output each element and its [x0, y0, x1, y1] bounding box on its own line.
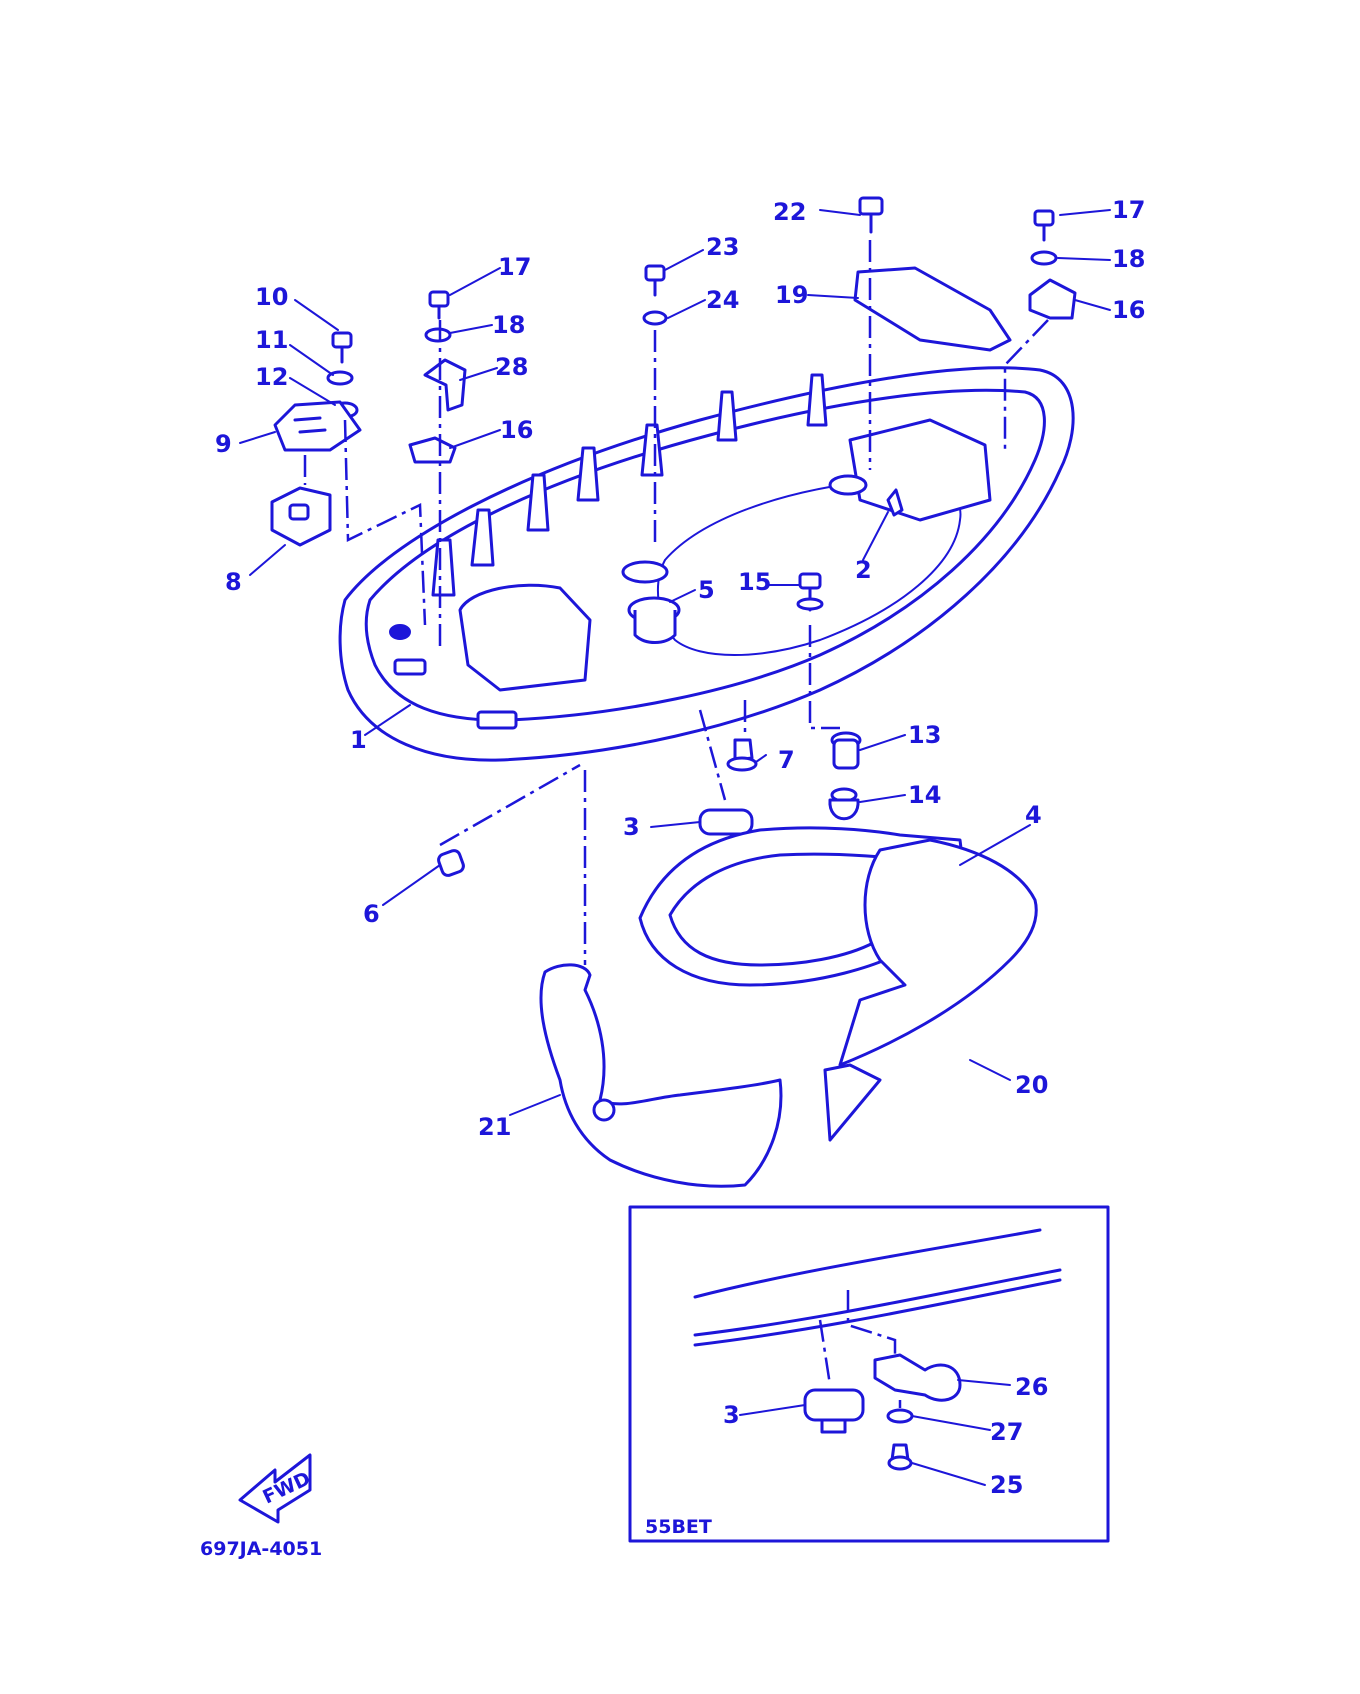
callout-18-left: 18 [492, 311, 525, 339]
callout-3-inset: 3 [723, 1401, 740, 1429]
callout-28: 28 [495, 353, 528, 381]
mount-5 [627, 596, 681, 644]
callout-5: 5 [698, 576, 715, 604]
bolt-15 [796, 572, 824, 612]
grommet-8 [270, 486, 332, 547]
holder-16-right [1028, 278, 1077, 320]
callout-16-right: 16 [1112, 296, 1145, 324]
inset-panel: 55BET [628, 1205, 1110, 1543]
callout-8: 8 [225, 568, 242, 596]
holder-16-left [408, 436, 457, 464]
washer-27 [886, 1408, 914, 1424]
callout-26: 26 [1015, 1373, 1048, 1401]
callout-17-right: 17 [1112, 196, 1145, 224]
washer-18-right [1030, 250, 1058, 266]
callout-20: 20 [1015, 1071, 1048, 1099]
callout-10: 10 [255, 283, 288, 311]
cover-19 [853, 266, 1012, 352]
bolt-22 [858, 196, 884, 234]
clip-26 [873, 1353, 962, 1402]
grommet-13 [830, 731, 862, 770]
callout-24: 24 [706, 286, 739, 314]
leader-lines [239, 209, 1111, 1486]
callout-15: 15 [738, 568, 771, 596]
callout-13: 13 [908, 721, 941, 749]
lower-cover-20 [823, 838, 1038, 1142]
lower-cover-21 [539, 963, 783, 1188]
callout-18-right: 18 [1112, 245, 1145, 273]
grommet-3-inset [803, 1388, 865, 1434]
grommet-14 [828, 787, 860, 821]
grommet-3 [698, 808, 754, 836]
callout-3: 3 [623, 813, 640, 841]
cowling-ribs [431, 373, 828, 597]
callout-1: 1 [350, 726, 367, 754]
diagram-code: 697JA-4051 [200, 1538, 322, 1560]
callout-23: 23 [706, 233, 739, 261]
bolt-10 [331, 331, 353, 364]
bolt-17-right [1033, 209, 1055, 242]
washer-18-left [424, 327, 452, 343]
callout-2: 2 [855, 556, 872, 584]
clip-28 [423, 358, 467, 412]
bolt-23 [644, 264, 666, 297]
washer-24 [642, 310, 668, 326]
callout-17-left: 17 [498, 253, 531, 281]
inset-label: 55BET [645, 1516, 712, 1538]
bottom-cowling [338, 366, 1075, 762]
callout-6: 6 [363, 900, 380, 928]
callout-7: 7 [778, 746, 795, 774]
callout-9: 9 [215, 430, 232, 458]
bracket-9 [273, 400, 362, 452]
callout-22: 22 [773, 198, 806, 226]
fwd-arrow-icon: FWD [238, 1453, 314, 1524]
callout-21: 21 [478, 1113, 511, 1141]
callout-4: 4 [1025, 801, 1042, 829]
callouts: 10 11 12 9 8 17 18 28 16 23 24 22 19 17 … [215, 196, 1145, 1499]
callout-27: 27 [990, 1418, 1023, 1446]
plug-6 [437, 849, 465, 877]
pin-2 [886, 488, 904, 517]
callout-12: 12 [255, 363, 288, 391]
callout-11: 11 [255, 326, 288, 354]
callout-16-left: 16 [500, 416, 533, 444]
bolt-17-left [428, 290, 450, 320]
callout-25: 25 [990, 1471, 1023, 1499]
callout-19: 19 [775, 281, 808, 309]
screw-7 [726, 738, 758, 772]
callout-14: 14 [908, 781, 941, 809]
screw-25 [887, 1443, 913, 1471]
